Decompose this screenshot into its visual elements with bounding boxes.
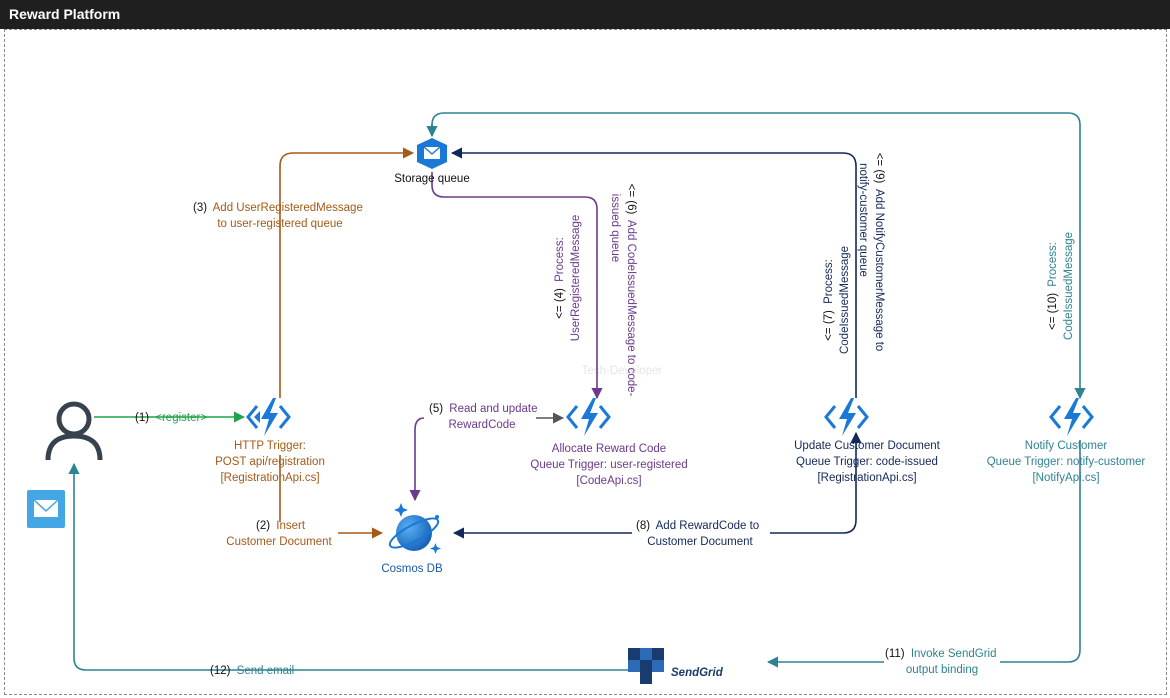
step-12-number: (12): [210, 665, 231, 677]
step-4-label-line1: <= (4) Process:: [554, 237, 566, 319]
step-9-number: <= (9): [873, 153, 885, 184]
storage-queue-icon: [417, 138, 447, 169]
step-12-text: Send email: [237, 665, 295, 677]
update-label: Update Customer Document Queue Trigger: …: [794, 440, 941, 484]
notify-label-line1: Notify Customer: [1025, 440, 1108, 452]
step-5-label-line2: RewardCode: [448, 419, 515, 431]
step-12-label: (12) Send email: [210, 665, 294, 677]
http-trigger-label-line1: HTTP Trigger:: [234, 440, 306, 452]
http-trigger-label-line3: [RegistrationApi.cs]: [220, 472, 319, 484]
connector-invoke-sendgrid-a: [1000, 440, 1081, 663]
step-8-label-line2: Customer Document: [647, 536, 753, 548]
step-9-label-line2: notify-customer queue: [857, 163, 869, 277]
step-10-number: <= (10): [1047, 293, 1059, 330]
notify-function-icon: [1049, 398, 1094, 436]
step-6-label: <= (6) Add CodeIssuedMessage to code- is…: [609, 184, 637, 397]
step-5-text-1: Read and update: [449, 403, 537, 415]
cosmos-db-label: Cosmos DB: [381, 563, 443, 575]
connector-send-email: [68, 462, 628, 671]
step-6-text-1: Add CodeIssuedMessage to code-: [625, 220, 637, 397]
step-7-text-1: Process:: [823, 259, 835, 304]
step-11-label-line2: output binding: [906, 664, 978, 676]
step-3-label-line1: (3) Add UserRegisteredMessage: [193, 202, 363, 214]
update-label-line1: Update Customer Document: [794, 440, 941, 452]
storage-queue-label: Storage queue: [394, 173, 469, 185]
step-2-text-1: Insert: [276, 520, 306, 532]
step-10-label: <= (10) Process: CodeIssuedMessage: [1047, 232, 1075, 340]
update-label-line3: [RegistrationApi.cs]: [817, 472, 916, 484]
allocate-label-line3: [CodeApi.cs]: [576, 475, 641, 487]
allocate-label-line2: Queue Trigger: user-registered: [530, 459, 687, 471]
step-6-label-line2: issued queue: [609, 194, 621, 262]
connector-process-user-registered: [431, 172, 603, 400]
step-7-number: <= (7): [823, 310, 835, 341]
step-4-label-line2: UserRegisteredMessage: [570, 215, 582, 342]
connector-read-update-down: [409, 417, 425, 502]
allocate-function-icon: [566, 398, 611, 436]
step-11-text-1: Invoke SendGrid: [911, 648, 997, 660]
step-4-label: <= (4) Process: UserRegisteredMessage: [554, 215, 582, 342]
step-2-number: (2): [256, 520, 270, 532]
step-2-label-line2: Customer Document: [226, 536, 332, 548]
step-5-label-line1: (5) Read and update: [429, 403, 538, 415]
step-10-label-line1: <= (10) Process:: [1047, 242, 1059, 330]
step-6-number: <= (6): [625, 184, 637, 215]
step-8-text-1: Add RewardCode to: [656, 520, 760, 532]
step-5-number: (5): [429, 403, 443, 415]
notify-label-line2: Queue Trigger: notify-customer: [987, 456, 1146, 468]
step-2-label-line1: (2) Insert: [256, 520, 306, 532]
watermark: Tech-Developer: [582, 365, 663, 377]
sendgrid-logo-icon: [628, 648, 664, 684]
step-3-label-line2: to user-registered queue: [217, 218, 342, 230]
step-3-text-1: Add UserRegisteredMessage: [213, 202, 363, 214]
notify-label-line3: [NotifyApi.cs]: [1032, 472, 1099, 484]
step-7-label-line2: CodeIssuedMessage: [839, 246, 851, 354]
allocate-label: Allocate Reward Code Queue Trigger: user…: [530, 443, 687, 487]
step-11-number: (11): [885, 648, 905, 660]
step-10-label-line2: CodeIssuedMessage: [1063, 232, 1075, 340]
title-bar: Reward Platform: [0, 0, 1170, 29]
http-trigger-label-line2: POST api/registration: [215, 456, 325, 468]
sendgrid-wordmark: SendGrid: [671, 667, 724, 679]
diagram-frame: [4, 29, 1167, 695]
step-9-label: <= (9) Add NotifyCustomerMessage to noti…: [857, 153, 885, 352]
step-7-label-line1: <= (7) Process:: [823, 259, 835, 341]
step-1-label: (1) <register>: [135, 412, 207, 424]
step-1-number: (1): [135, 412, 149, 424]
http-trigger-label: HTTP Trigger: POST api/registration [Reg…: [215, 440, 325, 484]
step-3-number: (3): [193, 202, 207, 214]
step-8-number: (8): [636, 520, 650, 532]
step-7-label: <= (7) Process: CodeIssuedMessage: [823, 246, 851, 354]
step-10-text-1: Process:: [1047, 242, 1059, 287]
http-trigger-function-icon: [246, 398, 291, 436]
update-label-line2: Queue Trigger: code-issued: [796, 456, 938, 468]
step-4-text-1: Process:: [554, 237, 566, 282]
user-icon: [45, 401, 103, 461]
page-title: Reward Platform: [9, 6, 121, 22]
cosmos-db-icon: [388, 503, 441, 554]
step-6-label-line1: <= (6) Add CodeIssuedMessage to code-: [625, 184, 637, 397]
step-4-number: <= (4): [554, 288, 566, 319]
update-function-icon: [824, 398, 869, 436]
connector-add-reward-code-a: [770, 519, 857, 534]
email-icon: [27, 490, 65, 528]
connector-add-user-registered: [279, 147, 415, 398]
connector-process-notify: [431, 112, 1086, 400]
allocate-label-line1: Allocate Reward Code: [552, 443, 666, 455]
step-1-text: <register>: [155, 412, 207, 424]
step-9-text-1: Add NotifyCustomerMessage to: [873, 189, 885, 351]
notify-label: Notify Customer Queue Trigger: notify-cu…: [987, 440, 1146, 484]
step-9-label-line1: <= (9) Add NotifyCustomerMessage to: [873, 153, 885, 352]
step-11-label-line1: (11) Invoke SendGrid: [885, 648, 996, 660]
connector-add-code-issued: [450, 147, 857, 398]
step-8-label-line1: (8) Add RewardCode to: [636, 520, 759, 532]
